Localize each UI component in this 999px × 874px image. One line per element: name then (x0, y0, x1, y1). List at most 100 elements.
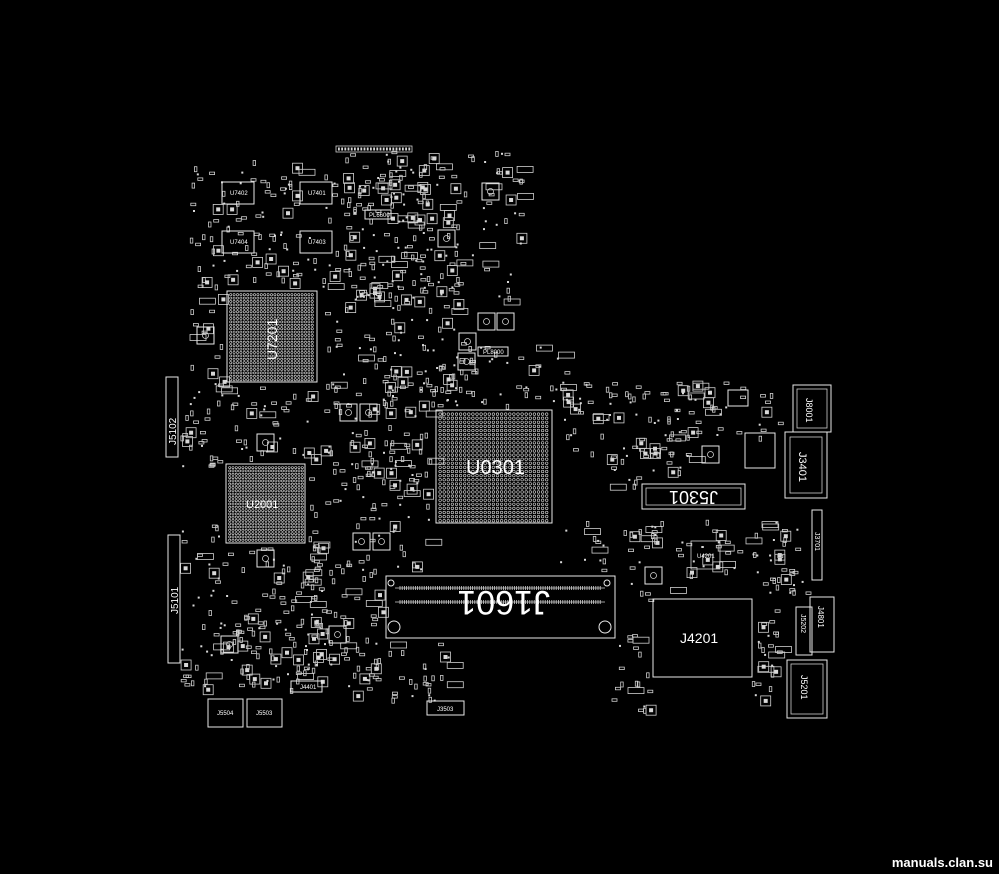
smd-component (288, 637, 295, 641)
pl6600-part[interactable]: PL6600 (364, 209, 392, 220)
smd-component (284, 628, 287, 631)
bga-ball (256, 344, 260, 348)
bga-ball (261, 479, 265, 483)
smd-component (426, 383, 433, 388)
bga-ball (264, 495, 268, 499)
j5504-connector[interactable]: J5504 (207, 698, 244, 728)
bga-ball (454, 465, 459, 470)
u7401-chip[interactable]: U7401 (299, 181, 333, 205)
bga-ball (270, 327, 273, 331)
u7403-chip[interactable]: U7403 (299, 230, 333, 254)
bga-ball (284, 482, 288, 486)
j4201-connector[interactable]: J4201 U4201 (652, 540, 753, 678)
smd-component (234, 425, 239, 432)
bga-ball (459, 445, 463, 449)
u2001-chip[interactable]: U2001 (225, 463, 306, 544)
inductor (458, 332, 477, 351)
bga-ball (500, 441, 504, 445)
smd-component (398, 286, 404, 290)
smd-component (453, 298, 465, 310)
j5102-connector[interactable]: J5102 (165, 376, 179, 458)
smd-component (212, 264, 215, 267)
smd-component (319, 623, 323, 629)
bga-ball (528, 457, 532, 461)
bga-ball (267, 528, 271, 532)
bga-ball (239, 310, 243, 314)
smd-component (368, 451, 372, 458)
smd-component (345, 302, 357, 314)
smd-component (387, 158, 392, 165)
j5101-connector[interactable]: J5101 (167, 534, 181, 664)
bga-ball (479, 461, 483, 465)
bga-ball (246, 371, 250, 375)
bga-ball (266, 344, 270, 348)
u0301-chip[interactable]: U0301 (435, 409, 553, 524)
smd-component (399, 385, 406, 389)
bga-ball (236, 364, 239, 368)
smd-component (407, 212, 419, 224)
smd-component (245, 245, 249, 251)
smd-component (694, 398, 697, 401)
smd-component (396, 155, 408, 167)
bga-ball (241, 532, 245, 536)
bga-ball (229, 320, 233, 324)
bga-ball (491, 445, 496, 449)
j4801-connector[interactable]: J4801 (809, 596, 835, 653)
smd-component (386, 260, 389, 263)
bga-ball (483, 416, 487, 420)
bga-ball (475, 498, 479, 502)
bga-ball (516, 465, 520, 470)
j5201-connector[interactable]: J5201 (786, 659, 828, 719)
smd-component (271, 401, 278, 405)
smd-component (774, 609, 781, 613)
u7201-chip[interactable]: U7201 (226, 290, 318, 383)
bga-ball (228, 492, 232, 496)
bga-ball (495, 506, 500, 511)
u7404-chip[interactable]: U7404 (221, 230, 255, 254)
smd-component (275, 619, 282, 624)
smd-component (606, 454, 618, 466)
bga-ball (442, 519, 446, 523)
j5301-connector[interactable]: J5301 (641, 483, 746, 510)
bga-ball (479, 469, 483, 474)
bga-ball (283, 340, 287, 344)
bga-ball (244, 505, 248, 509)
j3401-connector[interactable]: J3401 (784, 431, 828, 499)
bga-ball (532, 490, 537, 494)
smd-component (181, 648, 184, 651)
smd-component (760, 394, 766, 398)
smd-component (281, 568, 286, 575)
smd-component (213, 633, 220, 637)
j3503-connector[interactable]: J3503 (426, 700, 465, 716)
bga-ball (231, 472, 235, 476)
bga-ball (246, 300, 250, 303)
j3701-connector[interactable]: J3701 (811, 509, 823, 581)
bga-ball (459, 437, 463, 441)
bga-ball (297, 323, 301, 327)
j5202-connector[interactable]: J5202 (795, 606, 813, 656)
smd-component (460, 342, 467, 346)
smd-component (243, 439, 248, 446)
bga-ball (304, 300, 307, 303)
smd-component (789, 572, 796, 576)
j1601-connector[interactable]: J1601 (385, 575, 616, 639)
pl8000-part[interactable]: PL8000 (477, 346, 509, 357)
u7402-chip[interactable]: U7402 (221, 181, 255, 205)
bga-ball (238, 522, 242, 526)
j5503-connector[interactable]: J5503 (246, 698, 283, 728)
bga-ball (290, 492, 294, 496)
j8001-connector[interactable]: J8001 (792, 384, 832, 433)
bga-ball (307, 317, 311, 320)
bga-ball (242, 334, 246, 337)
bga-ball (267, 538, 271, 542)
j4401-connector[interactable]: J4401 (290, 680, 323, 693)
smd-component (602, 544, 605, 547)
smd-component (241, 448, 244, 450)
bga-ball (297, 327, 301, 331)
bga-ball (300, 327, 304, 331)
bga-ball (495, 428, 500, 433)
bga-ball (284, 486, 288, 489)
smd-component (280, 233, 282, 236)
bga-ball (242, 303, 246, 307)
bga-ball (264, 486, 268, 489)
